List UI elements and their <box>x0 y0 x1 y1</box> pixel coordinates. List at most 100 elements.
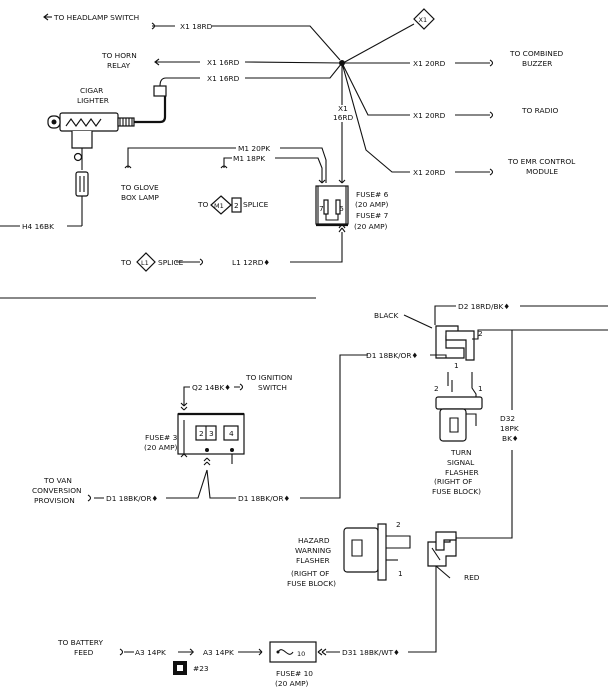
m1-splice-number: 2 <box>234 201 239 210</box>
fuse-pin-7: 7 <box>319 204 324 213</box>
m1-splice-marker: M1 2 <box>210 195 242 215</box>
hazard-label-5: FUSE BLOCK) <box>287 579 336 588</box>
turn-label-2: SIGNAL <box>447 458 475 467</box>
d32-wire <box>456 329 608 539</box>
emr-label-2: MODULE <box>526 167 558 176</box>
cigar-lighter <box>47 112 135 226</box>
glove-box-label-2: BOX LAMP <box>121 193 159 202</box>
x1-20rd-buzzer-label: X1 20RD <box>413 59 446 68</box>
fuse3-pin-2: 2 <box>199 429 204 438</box>
fuse10-pin: 10 <box>297 650 305 658</box>
headlamp-switch-wire <box>152 25 341 61</box>
glove-box-label-1: TO GLOVE <box>120 183 159 192</box>
turn-signal-flasher: 2 1 <box>434 372 483 442</box>
hazard-pin-1: 1 <box>398 569 403 578</box>
fuse10-label-2: (20 AMP) <box>275 679 309 687</box>
emr-wire <box>341 62 490 173</box>
l1-diamond-label: L1 <box>141 259 149 267</box>
red-label: RED <box>464 573 480 582</box>
d1-top-wire <box>339 354 447 495</box>
d1-top-label: D1 18BK/OR♦ <box>366 351 418 360</box>
fuse-10: 10 <box>258 641 327 663</box>
q2-14bk-label: Q2 14BK♦ <box>192 383 231 392</box>
turn-pin-2: 2 <box>434 384 439 393</box>
turn-label-1: TURN <box>450 448 472 457</box>
x1-16rd-b-label: X1 16RD <box>207 74 240 83</box>
x1-16rd-a-label: X1 16RD <box>207 58 240 67</box>
x1-20rd-radio-label: X1 20RD <box>413 111 446 120</box>
black-connector: 2 1 <box>435 325 483 370</box>
x1-18rd-label: X1 18RD <box>180 22 213 31</box>
m1-splice-to: TO <box>197 200 209 209</box>
fuse3-pin-4: 4 <box>229 429 234 438</box>
fuse6-label-2: (20 AMP) <box>355 200 389 209</box>
hazard-label-3: FLASHER <box>296 556 330 565</box>
van-label-2: CONVERSION <box>32 486 82 495</box>
right-long-wire <box>472 329 608 340</box>
d1-right-label: D1 18BK/OR♦ <box>238 494 290 503</box>
l1-12rd-label: L1 12RD♦ <box>232 258 270 267</box>
m1-splice-label: SPLICE <box>243 200 269 209</box>
fuse3-pin-3: 3 <box>209 429 214 438</box>
fuse-block-3: 2 3 4 <box>177 402 245 466</box>
d2-18rd-bk-label: D2 18RD/BK♦ <box>458 302 510 311</box>
d32-label-1: D32 <box>500 414 515 423</box>
to-ignition-label-1: TO IGNITION <box>245 373 292 382</box>
cigar-lighter-wire <box>166 62 343 79</box>
horn-relay-label-1: TO HORN <box>101 51 137 60</box>
d1-left-label: D1 18BK/OR♦ <box>106 494 158 503</box>
m1-20pk-wire <box>127 147 327 183</box>
m1-18pk-wire <box>223 157 323 183</box>
connector-pin-1: 1 <box>454 361 459 370</box>
turn-pin-1: 1 <box>478 384 483 393</box>
fuse3-label-2: (20 AMP) <box>144 443 178 452</box>
headlamp-switch-label: TO HEADLAMP SWITCH <box>53 13 139 22</box>
x1-diamond-label: X1 <box>419 16 428 24</box>
top-section: TO HEADLAMP SWITCH X1 18RD X1 TO HORN RE… <box>0 8 576 272</box>
van-label-1: TO VAN <box>43 476 72 485</box>
connector-pin-2: 2 <box>478 329 483 338</box>
fuse3-label-1: FUSE# 3 <box>145 433 178 442</box>
radio-wire <box>341 62 490 116</box>
combined-buzzer-label-1: TO COMBINED <box>509 49 563 58</box>
fuse7-label-2: (20 AMP) <box>354 222 388 231</box>
fuse10-label-1: FUSE# 10 <box>276 669 313 678</box>
black-label: BLACK <box>374 311 398 320</box>
fuse-block-6-7: 7 6 <box>315 179 349 233</box>
d31-wire <box>326 566 437 653</box>
l1-wire <box>176 232 343 263</box>
battery-label-2: FEED <box>74 648 94 657</box>
m1-diamond-label: M1 <box>214 202 224 210</box>
q2-wire <box>183 386 240 406</box>
hazard-pin-2: 2 <box>396 520 401 529</box>
radio-label: TO RADIO <box>521 106 558 115</box>
ref-23-icon <box>173 661 187 675</box>
m1-20pk-label: M1 20PK <box>238 144 270 153</box>
horn-relay-label-2: RELAY <box>107 61 131 70</box>
hazard-label-1: HAZARD <box>298 536 330 545</box>
x1-20rd-emr-label: X1 20RD <box>413 168 446 177</box>
a3-right-label: A3 14PK <box>203 648 234 657</box>
red-connector <box>427 531 457 567</box>
a3-left-label: A3 14PK <box>135 648 166 657</box>
fuse7-label-1: FUSE# 7 <box>356 211 389 220</box>
fuse-pin-6: 6 <box>339 204 344 213</box>
m1-18pk-label: M1 18PK <box>233 154 265 163</box>
combined-buzzer-label-2: BUZZER <box>522 59 552 68</box>
d31-label: D31 18BK/WT♦ <box>342 648 400 657</box>
cigar-label-2: LIGHTER <box>77 96 109 105</box>
battery-label-1: TO BATTERY <box>57 638 103 647</box>
hazard-flasher: 2 1 <box>343 520 411 581</box>
h4-16bk-label: H4 16BK <box>22 222 54 231</box>
l1-splice-marker: L1 <box>136 252 156 272</box>
d32-label-3: BK♦ <box>502 434 519 443</box>
van-label-3: PROVISION <box>34 496 75 505</box>
turn-label-5: FUSE BLOCK) <box>432 487 481 496</box>
fuse6-label-1: FUSE# 6 <box>356 190 389 199</box>
x1-vertical-label-2: 16RD <box>333 113 354 122</box>
cigar-label-1: CIGAR <box>80 86 103 95</box>
to-ignition-label-2: SWITCH <box>258 383 287 392</box>
x1-diamond-marker: X1 <box>413 8 435 30</box>
bottom-section: D2 18RD/BK♦ BLACK 2 1 D1 18BK/OR♦ 2 1 TU… <box>32 302 608 687</box>
